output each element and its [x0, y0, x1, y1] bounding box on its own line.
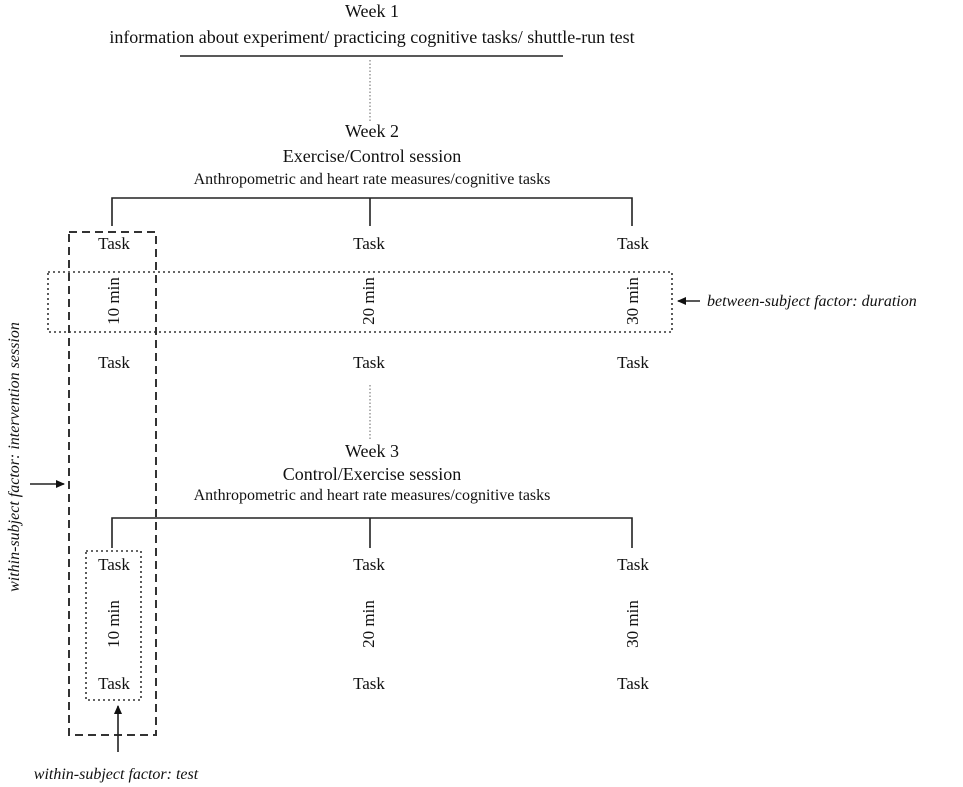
week2-duration-30: 30 min [623, 277, 642, 325]
week3-task-post-30: Task [617, 674, 649, 693]
intervention-session-dashed-box [68, 231, 157, 736]
week2-task-pre-30: Task [617, 234, 649, 253]
week1-subtitle: information about experiment/ practicing… [109, 27, 634, 47]
week2-task-post-10: Task [98, 353, 130, 372]
week3-task-pre-10: Task [98, 555, 130, 574]
week2-title: Week 2 [345, 121, 399, 141]
test-dotted-box [85, 550, 142, 701]
week2-task-post-20: Task [353, 353, 385, 372]
week3-measures: Anthropometric and heart rate measures/c… [194, 487, 551, 504]
week2-task-post-30: Task [617, 353, 649, 372]
week2-duration-20: 20 min [359, 277, 378, 325]
week3-duration-10: 10 min [104, 600, 123, 648]
week2-measures: Anthropometric and heart rate measures/c… [194, 171, 551, 188]
week3-duration-30: 30 min [623, 600, 642, 648]
week3-branch-bracket [111, 517, 633, 548]
week3-task-pre-20: Task [353, 555, 385, 574]
week1-title: Week 1 [345, 1, 399, 21]
week2-subtitle: Exercise/Control session [283, 146, 461, 166]
duration-dotted-box [47, 271, 673, 333]
week2-task-pre-10: Task [98, 234, 130, 253]
week3-task-post-20: Task [353, 674, 385, 693]
week3-subtitle: Control/Exercise session [283, 464, 461, 484]
week2-task-pre-20: Task [353, 234, 385, 253]
within-intervention-label: within-subject factor: intervention sess… [6, 322, 23, 592]
within-test-label: within-subject factor: test [34, 766, 199, 783]
week3-task-post-10: Task [98, 674, 130, 693]
week3-duration-20: 20 min [359, 600, 378, 648]
week2-branch-bracket [111, 197, 633, 226]
between-subject-label: between-subject factor: duration [707, 293, 917, 310]
week2-duration-10: 10 min [104, 277, 123, 325]
week3-title: Week 3 [345, 441, 399, 461]
week3-task-pre-30: Task [617, 555, 649, 574]
